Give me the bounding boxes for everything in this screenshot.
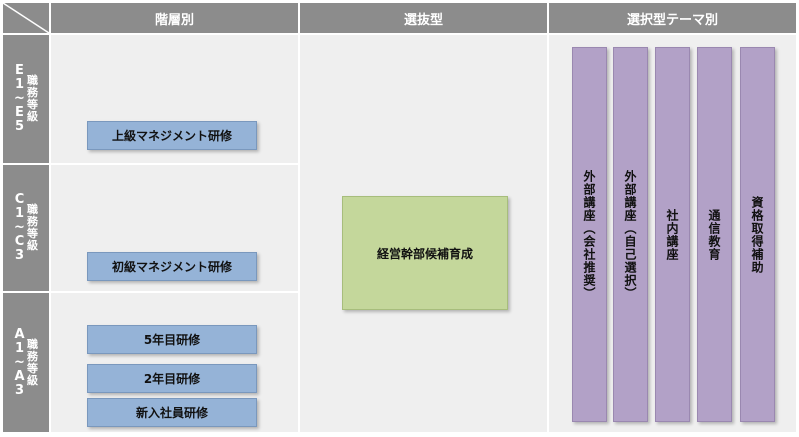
row-grade-char: 務 — [26, 349, 38, 363]
theme-bar-internal-course: 社内講座 — [655, 47, 690, 422]
row-code-a: A 1 ~ A 3 — [14, 326, 25, 398]
row-code-char: C — [14, 234, 25, 249]
row-code-char: E — [15, 105, 24, 120]
row-code-c: C 1 ~ C 3 — [14, 193, 25, 263]
row-label-e: E 1 ~ E 5 職 務 等 級 — [3, 35, 49, 163]
row-code-char: ~ — [14, 354, 25, 370]
junior-management-training-box: 初級マネジメント研修 — [87, 252, 257, 281]
row-code-char: 3 — [14, 382, 25, 398]
row-grade-char: 職 — [26, 203, 38, 216]
row-grade-char: 職 — [26, 74, 38, 87]
corner-cell — [3, 3, 49, 33]
theme-bar-qualification-support: 資格取得補助 — [740, 47, 775, 422]
row-grade-char: 級 — [26, 373, 38, 387]
row-code-char: E — [15, 63, 24, 78]
row-grade-c: 職 務 等 級 — [27, 204, 38, 252]
row-grade-char: 級 — [26, 110, 38, 123]
row-grade-e: 職 務 等 級 — [27, 75, 38, 123]
row-grade-a: 職 務 等 級 — [26, 337, 38, 387]
theme-label: 資格取得補助 — [750, 195, 764, 274]
header-selection: 選抜型 — [300, 3, 547, 33]
row-grade-char: 級 — [26, 239, 38, 252]
executive-candidate-program-box: 経営幹部候補育成 — [342, 196, 508, 310]
new-hire-training-box: 新入社員研修 — [87, 398, 257, 427]
row-label-c: C 1 ~ C 3 職 務 等 級 — [3, 165, 49, 291]
row-code-e: E 1 ~ E 5 — [14, 64, 25, 134]
row-label-a: A 1 ~ A 3 職 務 等 級 — [3, 293, 49, 432]
row-code-char: A — [14, 326, 25, 342]
row-code-char: A — [14, 368, 25, 384]
theme-bar-correspondence: 通信教育 — [697, 47, 732, 422]
header-theme: 選択型テーマ別 — [549, 3, 796, 33]
row-code-char: ~ — [14, 91, 25, 106]
fifth-year-training-box: 5年目研修 — [87, 325, 257, 354]
row-code-char: 1 — [14, 206, 25, 221]
row-code-char: ~ — [14, 220, 25, 235]
row-code-char: 1 — [14, 340, 25, 356]
theme-bar-external-recommended: 外部講座（会社推奨） — [572, 47, 607, 422]
row-grade-char: 務 — [26, 215, 38, 228]
header-tier: 階層別 — [51, 3, 298, 33]
row-grade-char: 等 — [26, 98, 38, 111]
row-code-char: 1 — [14, 77, 25, 92]
row-grade-char: 職 — [26, 337, 38, 351]
theme-bar-external-self-selected: 外部講座（自己選択） — [613, 47, 648, 422]
row-grade-char: 等 — [26, 361, 38, 375]
second-year-training-box: 2年目研修 — [87, 364, 257, 393]
upper-management-training-box: 上級マネジメント研修 — [87, 121, 257, 150]
row-grade-char: 務 — [26, 86, 38, 99]
row-code-char: 5 — [14, 119, 25, 134]
corner-diagonal — [3, 3, 49, 33]
row-code-char: C — [14, 192, 25, 207]
row-code-char: 3 — [14, 248, 25, 263]
theme-label: 外部講座（自己選択） — [623, 169, 637, 300]
theme-label: 社内講座 — [665, 208, 679, 261]
row-grade-char: 等 — [26, 227, 38, 240]
theme-label: 通信教育 — [707, 208, 721, 261]
theme-label: 外部講座（会社推奨） — [582, 169, 596, 300]
